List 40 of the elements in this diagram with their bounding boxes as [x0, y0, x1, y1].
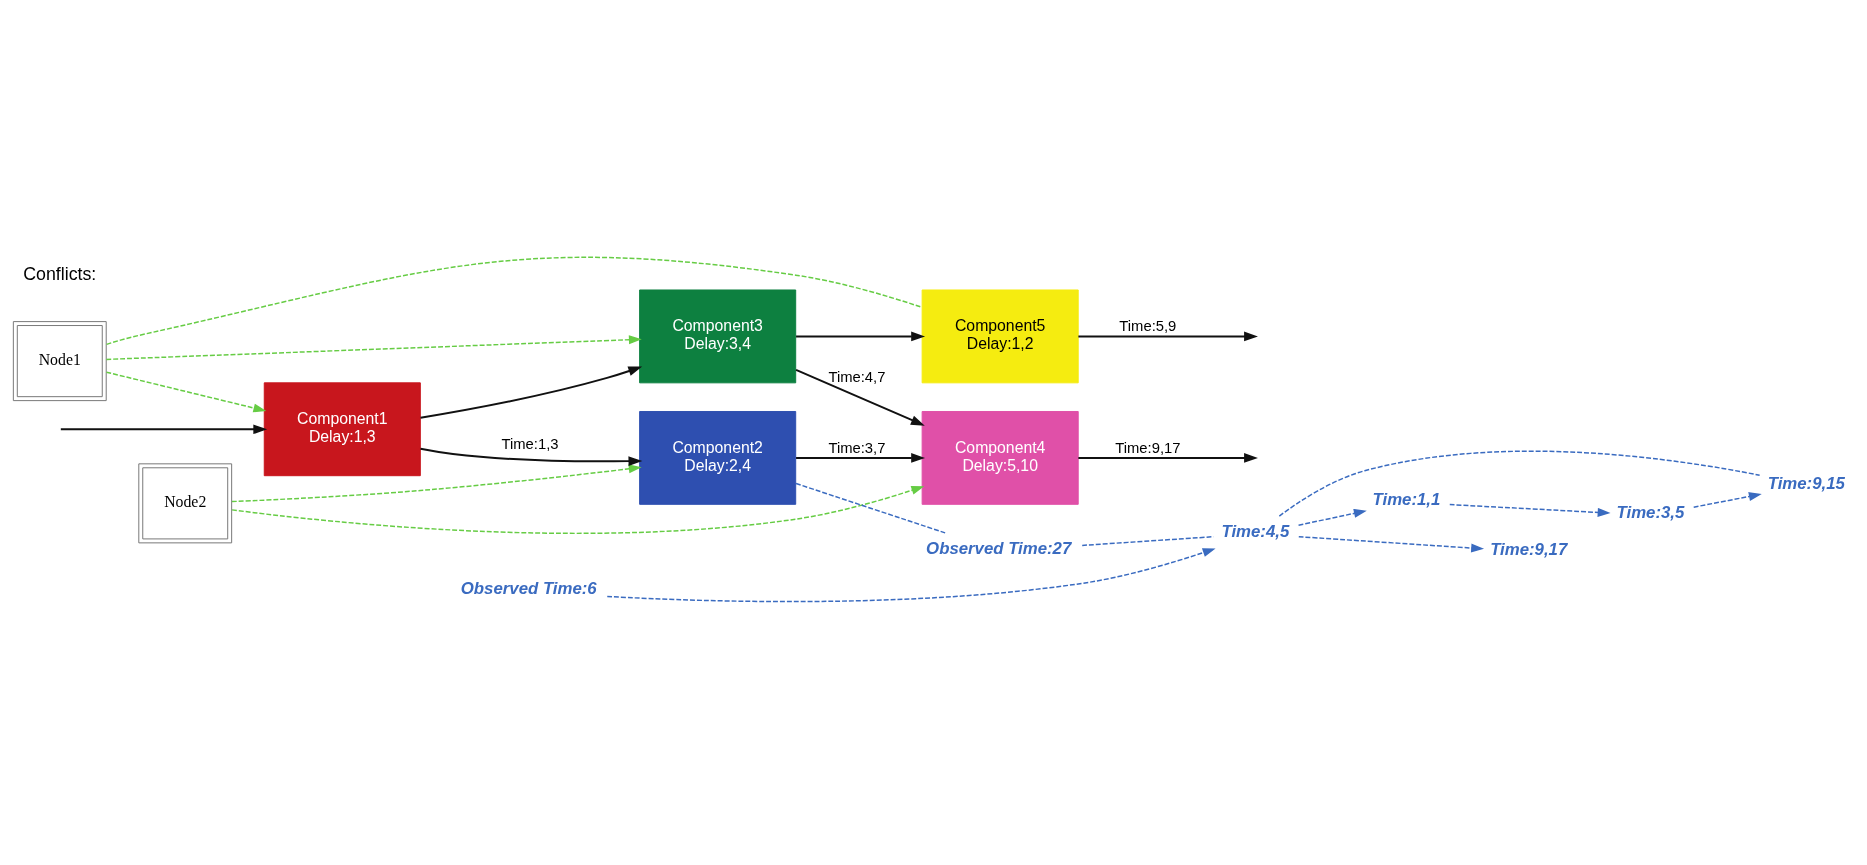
arrow [59, 423, 268, 434]
arrow [1077, 452, 1258, 463]
connector [795, 482, 946, 534]
edge-label: Time:4,7 [828, 368, 886, 385]
arrow [231, 463, 642, 502]
arrow [795, 331, 926, 341]
node-box: Component2 Delay:2,4 [639, 410, 797, 505]
node-box: Component1 Delay:1,3 [263, 381, 421, 476]
edge-label: Time:9,17 [1115, 439, 1181, 456]
arrow [1297, 508, 1367, 526]
node-text: Time:9,17 [1490, 539, 1568, 559]
arrow [1692, 491, 1762, 508]
edge-label: Time:1,3 [501, 435, 559, 452]
connector [1278, 450, 1761, 517]
arrow [105, 370, 267, 412]
arrow [419, 365, 643, 419]
arrow [1077, 331, 1258, 341]
arrow [1298, 535, 1485, 552]
node-box: Node2 [138, 462, 233, 543]
node-text: Time:1,1 [1372, 489, 1441, 509]
edge-label: Time:5,9 [1119, 317, 1177, 334]
arrow [795, 452, 926, 463]
node-text: Observed Time:27 [926, 538, 1072, 558]
label: Conflicts: [23, 263, 97, 284]
node-text: Time:3,5 [1616, 502, 1685, 522]
node-box: Component4 Delay:5,10 [921, 410, 1079, 505]
node-box: Component3 Delay:3,4 [639, 289, 797, 383]
node-text: Observed Time:6 [460, 578, 597, 598]
arrow [606, 547, 1216, 602]
node-text: Time:4,5 [1221, 521, 1290, 541]
arrow [419, 447, 643, 466]
node-box: Node1 [12, 320, 107, 401]
node-box: Component5 Delay:1,2 [921, 289, 1079, 383]
edge-label: Time:3,7 [828, 439, 886, 456]
arrow [231, 485, 925, 534]
arrow [795, 368, 925, 426]
connector [105, 256, 923, 345]
arrow [1449, 503, 1611, 517]
node-text: Time:9,15 [1767, 473, 1845, 493]
arrow [105, 334, 642, 360]
